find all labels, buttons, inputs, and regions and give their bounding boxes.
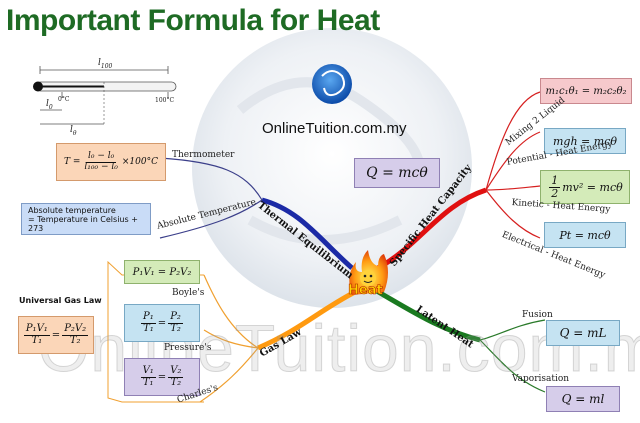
fusion-formula: Q = mL (546, 320, 620, 346)
thermometer-branch-label: Thermometer (172, 150, 235, 160)
potential-formula: mgh = mcθ (544, 128, 626, 154)
absolute-temperature-box: Absolute temperature = Temperature in Ce… (21, 203, 151, 235)
q-mctheta-formula: Q = mcθ (354, 158, 440, 188)
heat-center-label: Heat (348, 283, 383, 299)
boyle-label: Boyle's (172, 288, 205, 298)
universal-gas-law-label: Universal Gas Law (19, 296, 102, 305)
mixing-formula: m₁c₁θ₁ = m₂c₂θ₂ (540, 78, 632, 104)
electrical-formula: Pt = mcθ (544, 222, 626, 248)
page-title: Important Formula for Heat (6, 4, 380, 37)
pressure-label: Pressure's (164, 343, 212, 353)
boyle-formula: P₁V₁ = P₂V₂ (124, 260, 200, 284)
thermometer-l100-label: l100 (98, 58, 113, 70)
zero-celsius-label: 0°C (58, 96, 70, 103)
hundred-celsius-label: 100°C (155, 97, 175, 104)
thermometer-l0-label: l0 (46, 99, 53, 111)
vaporisation-label: Vaporisation (512, 374, 570, 384)
vaporisation-formula: Q = ml (546, 386, 620, 412)
fusion-label: Fusion (522, 310, 553, 320)
site-name: OnlineTuition.com.my (262, 120, 407, 137)
thermometer-ltheta-label: lθ (70, 125, 77, 137)
